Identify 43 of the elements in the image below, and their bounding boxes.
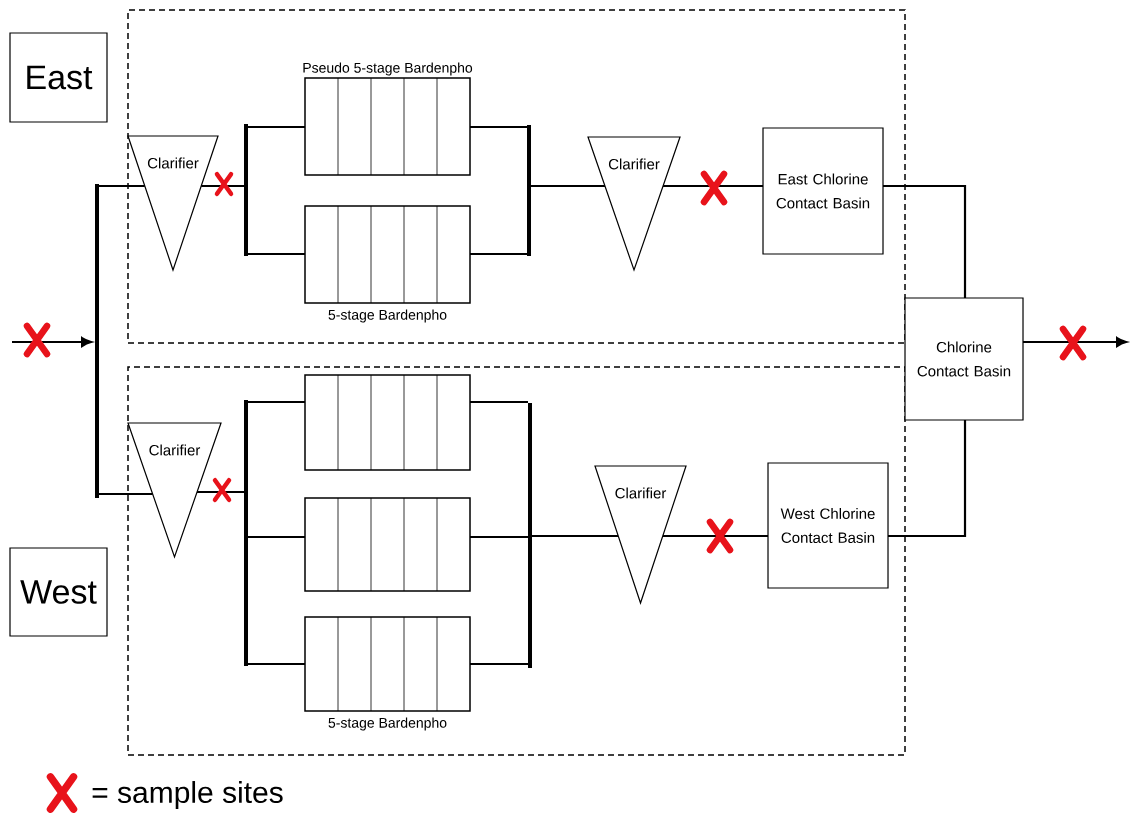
pipe-line [248,535,305,539]
basin-box: Chlorine Contact Basin [904,297,1024,421]
pipe-line [248,400,305,404]
tank-box [304,374,471,471]
pipe-line [663,534,768,538]
pipe-line [99,184,145,188]
pipe-line [888,420,967,538]
pipe-line [531,184,605,188]
tank-caption: 5-stage Bardenpho [328,717,447,731]
tank-caption: 5-stage Bardenpho [328,309,447,323]
tank-caption: Pseudo 5-stage Bardenpho [303,62,473,76]
basin-box: West Chlorine Contact Basin [767,462,889,589]
clarifier-label: Clarifier [147,157,199,169]
manifold-bar [244,124,248,256]
legend-text: = sample sites [92,781,283,809]
pipe-line [470,400,528,404]
clarifier-label: Clarifier [149,444,201,456]
pipe-line [663,184,763,188]
label-box: West [9,547,108,637]
pipe-line [197,490,244,494]
pipe-line [248,662,305,666]
pipe-line [883,184,967,298]
pipe-line [248,252,305,256]
pipe-line [470,662,528,666]
dashed-region-box [127,9,906,344]
pipe-line [99,492,153,496]
manifold-bar [95,184,99,498]
basin-box: East Chlorine Contact Basin [762,127,884,255]
dashed-region-box [127,366,906,756]
tank-box [304,497,471,592]
pipe-line [470,252,527,256]
pipe-line [470,535,528,539]
clarifier-label: Clarifier [608,158,660,170]
flow-arrow [12,336,93,348]
manifold-bar [527,125,531,256]
label-box: East [9,32,108,123]
manifold-bar [528,403,532,668]
pipe-line [248,125,305,129]
pipe-line [201,184,244,188]
clarifier-label: Clarifier [615,487,667,499]
pipe-line [532,534,618,538]
pipe-line [470,125,527,129]
manifold-bar [244,400,248,666]
